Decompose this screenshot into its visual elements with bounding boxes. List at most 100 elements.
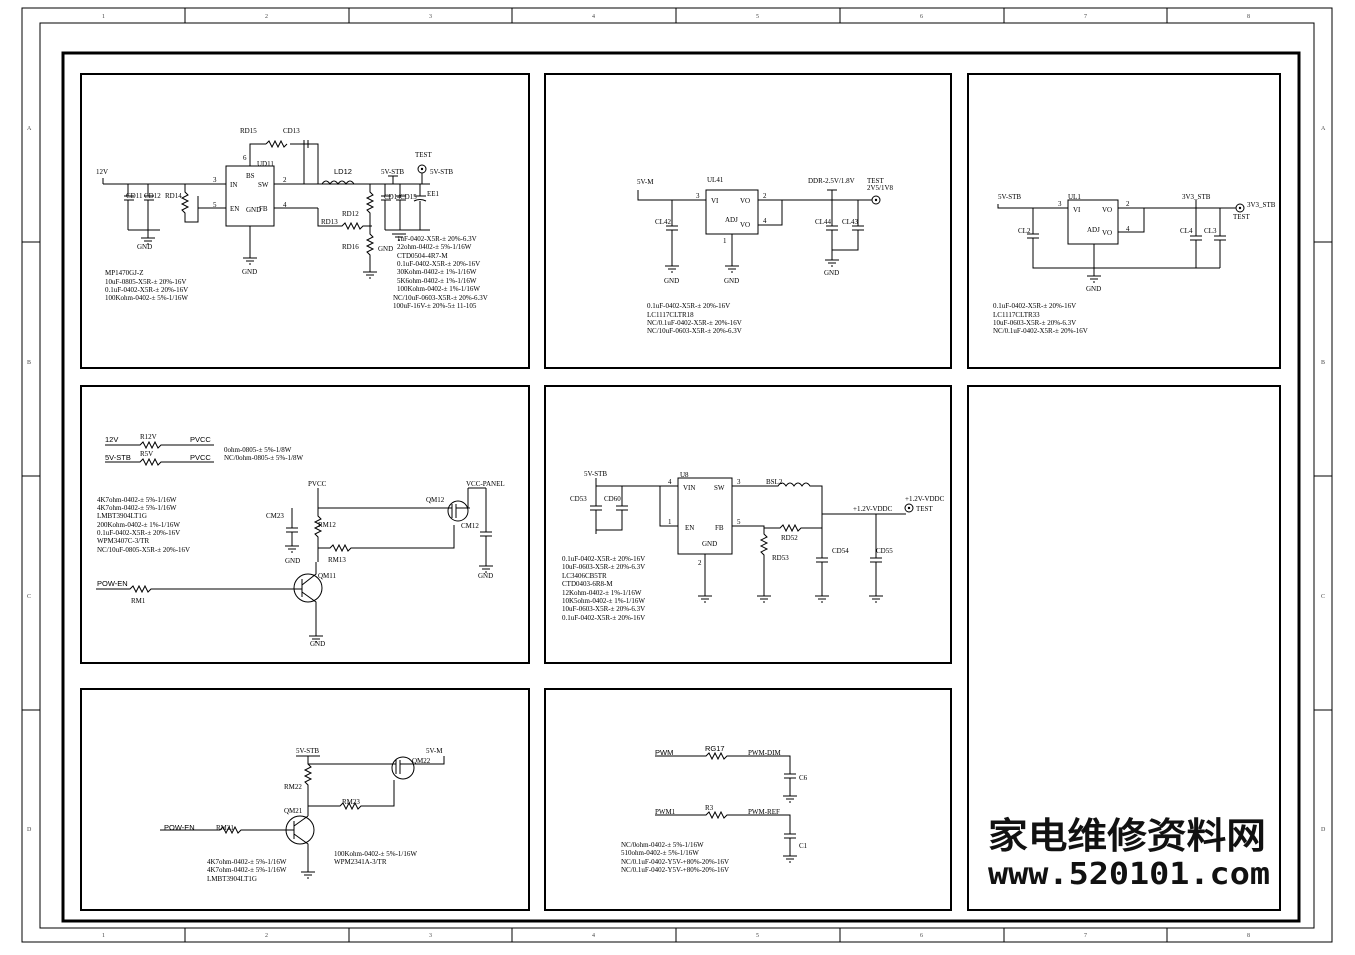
pin-label: 6 [243, 154, 247, 162]
note: NC/0.1uF-0402-X5R-± 20%-16V [993, 327, 1088, 335]
pin-label: 3 [737, 478, 741, 486]
note: CTD0403-6R8-M [562, 580, 613, 588]
col-label: 6 [920, 14, 923, 20]
panel-5vm-switch [80, 688, 530, 911]
rd14-label: RD14 [165, 192, 182, 200]
pin-adj: ADJ [725, 216, 738, 224]
pin-vi: VI [711, 197, 719, 205]
note: LC3406CB5TR [562, 572, 607, 580]
note: 5K6ohm-0402-± 1%-1/16W [397, 277, 477, 285]
note: 0.1uF-0402-X5R-± 20%-16V [993, 302, 1076, 310]
col-label: 2 [265, 933, 268, 939]
note: 22ohm-0402-± 5%-1/16W [397, 243, 472, 251]
note: 0.1uF-0402-X5R-± 20%-16V [397, 260, 480, 268]
note: 30Kohm-0402-± 1%-1/16W [397, 268, 477, 276]
net-pvcc: PVCC [190, 453, 211, 462]
test-label: TEST [1233, 213, 1250, 221]
net-12v: 12V [105, 435, 118, 444]
pin-label: 2 [283, 176, 287, 184]
gnd-label: GND [478, 572, 493, 580]
panel-panel-power [80, 385, 530, 664]
watermark-cn: 家电维修资料网 [988, 815, 1266, 857]
qm12-label: QM12 [426, 496, 445, 504]
note: 10K5ohm-0402-± 1%-1/16W [562, 597, 645, 605]
col-label: 3 [429, 14, 432, 20]
pin-en: EN [230, 205, 239, 213]
rm12-label: RM12 [318, 521, 336, 529]
note: LMBT3904LT1G [207, 875, 257, 883]
pin-label: 4 [763, 217, 767, 225]
p2-labels: 5V-M UL41 3 VI VO 2 VO 4 ADJ 1 DDR-2.5V/… [637, 176, 894, 335]
qm12-symbol [447, 500, 469, 522]
gnd-label: GND [1086, 285, 1101, 293]
row-label: D [1321, 827, 1326, 833]
net-5v-stb: 5V-STB [381, 168, 404, 176]
net-pwm-ref: PWM-REF [748, 808, 780, 816]
note: 200Kohm-0402-± 1%-1/16W [97, 521, 180, 529]
net-pvcc: PVCC [308, 480, 327, 488]
c6-label: C6 [799, 774, 808, 782]
pin-vi: VI [1073, 206, 1081, 214]
pin-adj: ADJ [1087, 226, 1100, 234]
rm1-label: RM1 [131, 597, 146, 605]
r5v-label: R5V [140, 450, 153, 458]
test-label: TEST [867, 177, 884, 185]
rd16-label: RD16 [342, 243, 359, 251]
inner-frame [39, 22, 1315, 929]
col-label: 4 [592, 933, 595, 939]
cm12-label: CM12 [461, 522, 479, 530]
net-pwm1: PWM1 [655, 808, 676, 816]
pin-sw: SW [258, 181, 269, 189]
p3-labels: 5V-STB UL1 3 VI VO 2 VO 4 ADJ 3V3_STB 3V… [993, 193, 1276, 335]
note: NC/10uF-0805-X5R-± 20%-16V [97, 546, 190, 554]
net-5v-stb: 5V-STB [105, 453, 131, 462]
p2-circuit [637, 189, 881, 273]
watermark: 家电维修资料网 www.520101.com [988, 815, 1270, 892]
cl2-label: CL2 [1018, 227, 1031, 235]
col-label: 8 [1247, 14, 1250, 20]
qm11-symbol [293, 573, 323, 603]
row-label: A [1321, 126, 1326, 132]
panel-vddc-buck [544, 385, 952, 664]
note: 510ohm-0402-± 5%-1/16W [621, 849, 699, 857]
cm23-label: CM23 [266, 512, 284, 520]
panel-pwm [544, 688, 952, 911]
note: LMBT3904LT1G [97, 512, 147, 520]
net-3v3-stb: 3V3_STB [1182, 193, 1211, 201]
p4-labels: 12V R12V PVCC 5V-STB R5V PVCC 0ohm-0805-… [97, 433, 505, 648]
p1-labels: RD15 CD13 6 UD11 BS LD12 TEST 5V-STB 5V-… [96, 127, 488, 310]
col-label: 7 [1084, 933, 1087, 939]
pin-label: 2 [698, 559, 702, 567]
net-pwm-dim: PWM-DIM [748, 749, 781, 757]
pin-en: EN [685, 524, 694, 532]
p3-circuit [997, 199, 1245, 283]
cd12-label: CD12 [144, 192, 161, 200]
u8-label: U8 [680, 471, 689, 479]
rd13-label: RD13 [321, 218, 338, 226]
pin-label: 5 [737, 518, 741, 526]
rm21-label: RM21 [216, 824, 234, 832]
note: LC1117CLTR33 [993, 311, 1040, 319]
cd11-label: CD11 [126, 192, 143, 200]
net-vddc: +1.2V-VDDC [853, 505, 893, 513]
col-label: 7 [1084, 14, 1087, 20]
pin-label: 4 [1126, 225, 1130, 233]
cl44-label: CL44 [815, 218, 831, 226]
cd60-label: CD60 [604, 495, 621, 503]
panel-12v-buck [80, 73, 530, 369]
gnd-label: GND [664, 277, 679, 285]
pin-gnd: GND [702, 540, 717, 548]
row-label: B [1321, 360, 1325, 366]
cd55-label: CD55 [876, 547, 893, 555]
col-label: 1 [102, 14, 105, 20]
note: 0ohm-0805-± 5%-1/8W [224, 446, 292, 454]
note: 1uF-0402-X5R-± 20%-6.3V [397, 235, 477, 243]
row-label: D [27, 827, 32, 833]
pin-vin: VIN [683, 484, 695, 492]
note: WPM3407C-3/TR [97, 537, 149, 545]
net-12v: 12V [96, 168, 108, 176]
note: 10uF-0603-X5R-± 20%-6.3V [993, 319, 1076, 327]
col-label: 3 [429, 933, 432, 939]
pin-label: 4 [668, 478, 672, 486]
